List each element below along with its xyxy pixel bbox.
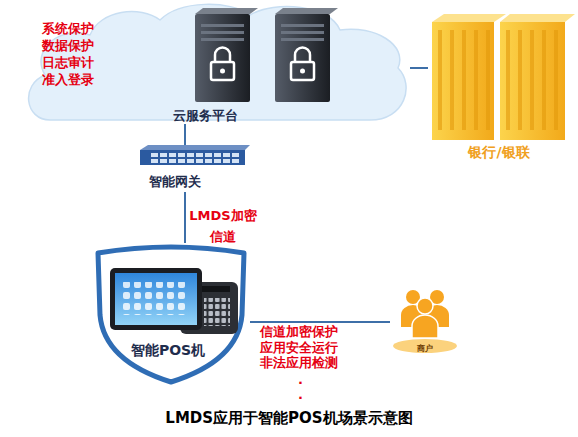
bank-building (486, 30, 490, 130)
connector-line (184, 124, 186, 147)
merchant-icon (417, 298, 433, 314)
pos-shield: 智能POS机 (92, 243, 250, 385)
node-label: 云服务平台 (155, 108, 255, 124)
cloud-outline (29, 4, 407, 120)
cloud-platform: 系统保护 数据保护 日志审计 准入登录云服务平台 (20, 0, 410, 124)
node-label: 智能网关 (125, 174, 225, 190)
connector-line (410, 67, 428, 69)
bank-building (530, 30, 534, 130)
bank-building (474, 30, 478, 130)
feature-list: 系统保护 数据保护 日志审计 准入登录 (42, 20, 100, 88)
bank-building (500, 22, 565, 140)
node-label: 智能POS机 (92, 341, 244, 359)
bank-building (432, 14, 506, 22)
bank-building (542, 30, 546, 130)
bank-building (432, 14, 575, 140)
bank-building (432, 22, 494, 140)
edge-label: LMDS加密 信道 (188, 205, 258, 247)
ellipsis-dot: . (298, 387, 303, 402)
bank-building (450, 30, 454, 130)
merchant-icon (425, 305, 449, 327)
bank-building (554, 30, 558, 130)
caption: LMDS应用于智能POS机场景示意图 (0, 408, 578, 428)
edge-label: 信道加密保护 应用安全运行 非法应用检测 (256, 324, 342, 371)
shield-outline (92, 243, 250, 385)
network-switch (140, 145, 250, 165)
node-label: 商户 (390, 344, 460, 354)
gateway-node: 智能网关 (125, 147, 250, 192)
bank-building (462, 30, 466, 130)
connector-line (184, 192, 186, 243)
merchant-icon (406, 290, 420, 304)
merchant-icon (401, 305, 425, 327)
ellipsis-dot: . (298, 372, 303, 387)
bank-building (438, 30, 442, 130)
bank-node: 银行/银联 (428, 18, 570, 163)
shield-outline (98, 247, 244, 382)
merchant-node: 商户 (390, 288, 460, 356)
connector-line (250, 321, 390, 323)
merchant-icon (412, 315, 438, 338)
merchant-icon (430, 290, 444, 304)
merchant-icon (393, 290, 457, 353)
network-switch (140, 150, 245, 165)
bank-building (506, 30, 510, 130)
node-label: 银行/银联 (428, 143, 570, 161)
network-switch (140, 145, 250, 150)
bank-building (518, 30, 522, 130)
network-switch (150, 152, 240, 164)
bank-building (500, 14, 575, 22)
